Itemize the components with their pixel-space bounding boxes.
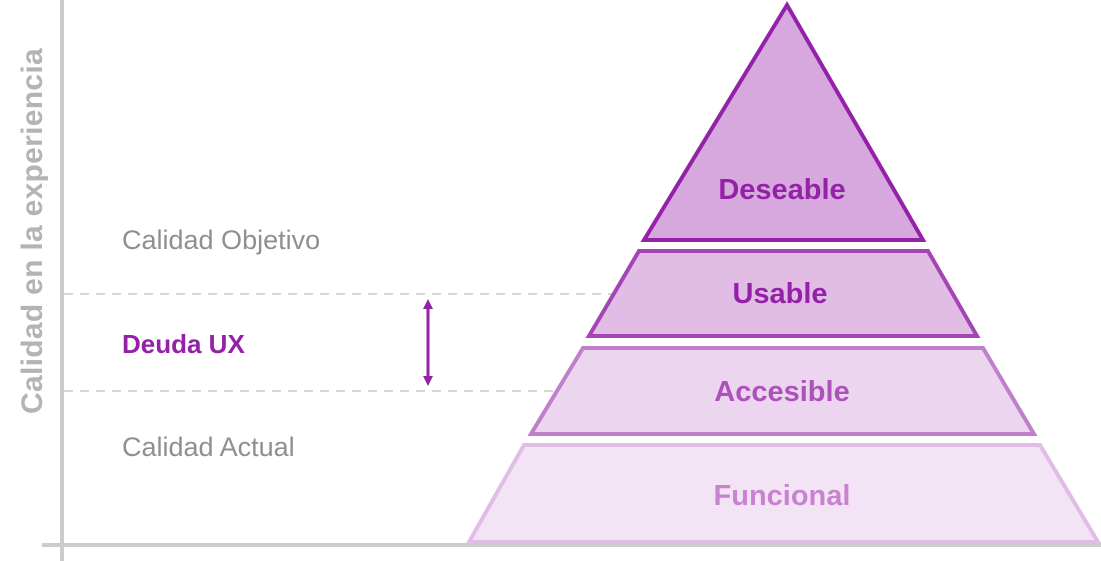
ux-debt-label: Deuda UX — [122, 329, 245, 359]
y-axis-label: Calidad en la experiencia — [16, 48, 49, 414]
pyramid-level-funcional — [465, 443, 1101, 544]
pyramid: Deseable Usable Accesible Funcional — [465, 1, 1101, 544]
pyramid-level-deseable — [640, 1, 927, 242]
pyramid-level-label-deseable: Deseable — [718, 174, 845, 206]
pyramid-level-label-usable: Usable — [732, 278, 827, 310]
current-quality-label: Calidad Actual — [122, 432, 295, 462]
pyramid-level-label-funcional: Funcional — [714, 480, 851, 512]
target-quality-label: Calidad Objetivo — [122, 225, 320, 255]
pyramid-level-accesible — [527, 346, 1038, 436]
pyramid-level-usable — [585, 249, 981, 338]
pyramid-level-label-accesible: Accesible — [714, 376, 849, 408]
